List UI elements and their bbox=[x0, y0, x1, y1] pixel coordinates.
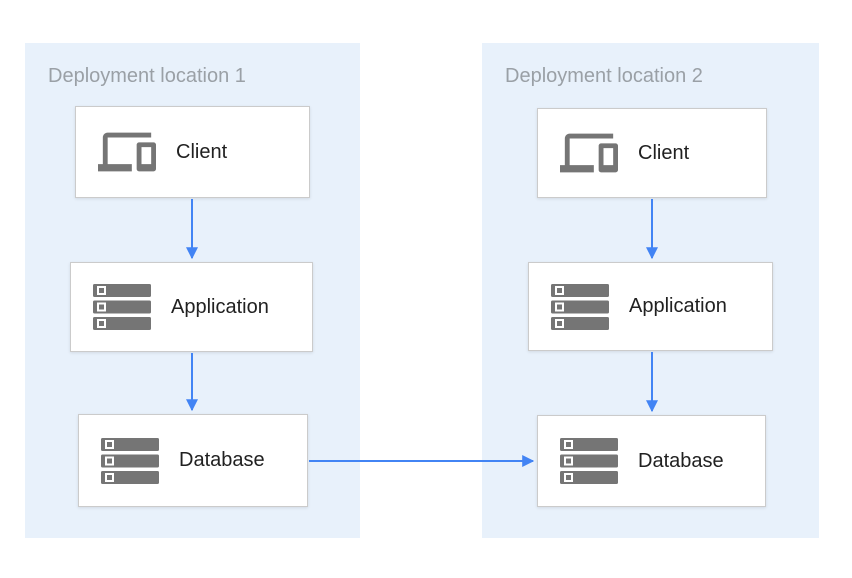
devices-icon bbox=[98, 123, 156, 181]
storage-icon bbox=[93, 284, 151, 330]
node-application-2: Application bbox=[528, 262, 773, 351]
node-label: Application bbox=[629, 295, 727, 317]
panel-title: Deployment location 1 bbox=[48, 65, 246, 87]
node-label: Application bbox=[171, 295, 269, 318]
node-database-1: Database bbox=[78, 414, 308, 507]
storage-icon bbox=[101, 437, 159, 484]
storage-icon bbox=[560, 438, 618, 484]
node-database-2: Database bbox=[537, 415, 766, 507]
node-client-2: Client bbox=[537, 108, 767, 198]
node-label: Client bbox=[176, 140, 228, 163]
node-label: Database bbox=[638, 449, 724, 472]
deployment-location-1-panel: Deployment location 1 Client A bbox=[25, 43, 360, 538]
panel-title: Deployment location 2 bbox=[505, 65, 703, 87]
node-label: Client bbox=[638, 141, 690, 164]
node-application-1: Application bbox=[70, 262, 313, 352]
node-label: Database bbox=[179, 449, 265, 471]
deployment-location-2-panel: Deployment location 2 Client A bbox=[482, 43, 819, 538]
devices-icon bbox=[560, 124, 618, 182]
storage-icon bbox=[551, 283, 609, 330]
node-client-1: Client bbox=[75, 106, 310, 198]
